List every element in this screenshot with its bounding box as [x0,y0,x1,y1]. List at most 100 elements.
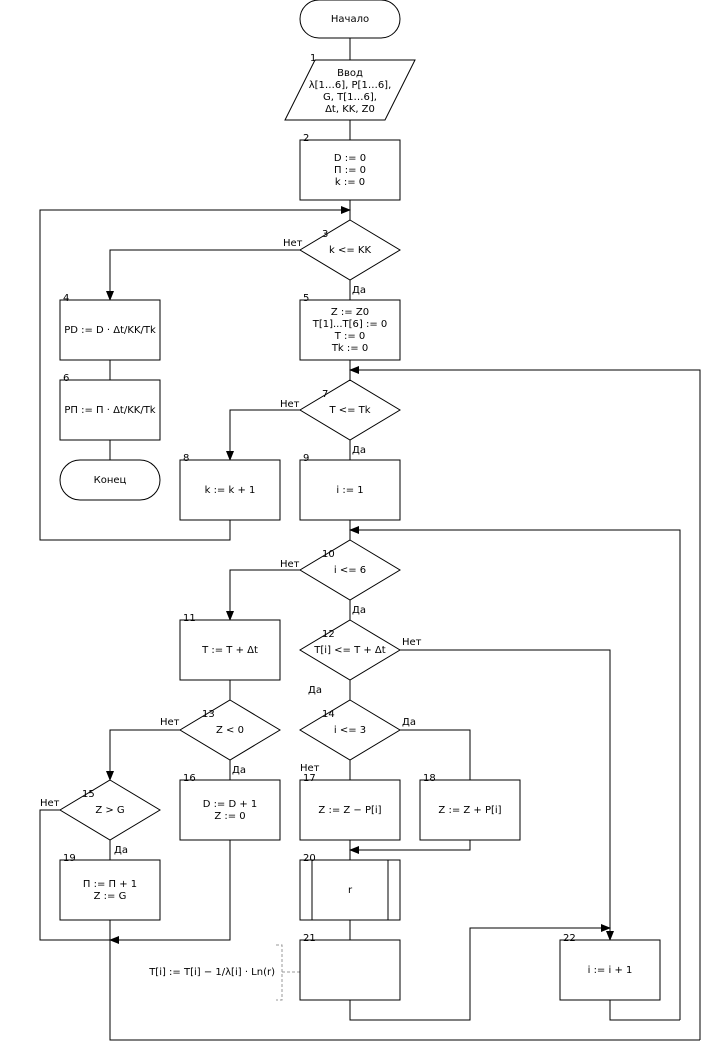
block-text: РП := П · Δt/KK/Tk [64,405,155,416]
block-text: Ввод [337,68,363,79]
connector-line [400,729,471,780]
block-number: 13 [202,709,215,720]
connector-line [106,729,180,781]
branch-no-label: Нет [402,637,422,648]
block-text: T := 0 [334,331,366,342]
branch-no-label: Нет [300,763,320,774]
block-text: k := k + 1 [205,485,256,496]
connector-line [349,924,611,1021]
block-number: 19 [63,853,76,864]
connector-line [39,809,110,941]
connector-line [349,526,681,1020]
block-text: T[i] <= T + Δt [313,645,385,656]
connector-line [349,840,471,854]
block-text: k <= KK [329,245,371,256]
block-number: 14 [322,709,335,720]
decision-b14 [299,699,401,761]
decision-b12 [299,619,401,681]
terminator-end [59,459,161,501]
branch-yes-label: Да [402,717,416,728]
block-text: PD := D · Δt/KK/Tk [64,325,156,336]
block-number: 20 [303,853,316,864]
comment-text: T[i] := T[i] − 1/λ[i] · Ln(r) [148,967,275,978]
block-text: Z > G [95,805,124,816]
decision-b10 [299,539,401,601]
block-number: 6 [63,373,69,384]
block-text: Z := Z − P[i] [318,805,381,816]
comment-bracket [276,944,283,1001]
connector-line [400,649,614,941]
block-number: 7 [322,389,328,400]
block-text: T <= Tk [328,405,370,416]
block-number: 5 [303,293,309,304]
block-text: T := T + Δt [201,645,258,656]
block-number: 15 [82,789,95,800]
branch-yes-label: Да [232,765,246,776]
block-number: 9 [303,453,309,464]
process-b4 [59,299,161,361]
connector-line [609,1000,680,1021]
process-b16 [179,779,281,841]
connector-line [226,409,300,461]
process-b21 [299,939,401,1001]
connector-line [106,249,300,301]
connector-line [349,366,701,1040]
branch-yes-label: Да [352,445,366,456]
connector-line [39,206,351,541]
connector-line [109,840,231,944]
decision-b7 [299,379,401,441]
branch-yes-label: Да [352,605,366,616]
block-text: Конец [94,475,127,486]
block-text: Tk := 0 [331,343,368,354]
block-number: 17 [303,773,316,784]
block-text: r [348,885,353,896]
block-number: 4 [63,293,69,304]
block-text: Z := G [94,891,127,902]
block-text: D := 0 [334,153,366,164]
block-number: 12 [322,629,335,640]
block-number: 18 [423,773,436,784]
decision-b13 [179,699,281,761]
process-b18 [419,779,521,841]
block-text: k := 0 [335,177,365,188]
block-text: i <= 3 [334,725,366,736]
connector-line [226,569,300,621]
process-b6 [59,379,161,441]
decision-b3 [299,219,401,281]
block-number: 21 [303,933,316,944]
connector-line [109,920,700,1041]
block-number: 1 [310,53,316,64]
branch-no-label: Нет [160,717,180,728]
block-number: 10 [322,549,335,560]
terminator-start [299,0,401,39]
io-b1 [284,59,416,121]
block-number: 11 [183,613,196,624]
block-number: 2 [303,133,309,144]
block-text: D := D + 1 [203,799,258,810]
process-b9 [299,459,401,521]
block-text: i <= 6 [334,565,366,576]
block-text: Δt, KK, Z0 [325,104,375,115]
block-number: 22 [563,933,576,944]
block-text: G, T[1…6], [323,92,377,103]
process-b2 [299,139,401,201]
block-text: Z < 0 [216,725,244,736]
block-text: λ[1…6], P[1…6], [309,80,392,91]
subprocess-b20 [299,859,401,921]
block-text: i := 1 [336,485,363,496]
process-b8 [179,459,281,521]
branch-no-label: Нет [280,559,300,570]
block-text: П := 0 [334,165,366,176]
block-text: Z := 0 [214,811,245,822]
branch-yes-label: Да [114,845,128,856]
branch-no-label: Нет [280,399,300,410]
block-text: Z := Z + P[i] [438,805,501,816]
branch-no-label: Нет [40,798,60,809]
block-text: Z := Z0 [331,307,369,318]
process-b19 [59,859,161,921]
block-number: 3 [322,229,328,240]
process-b17 [299,779,401,841]
branch-no-label: Нет [283,238,303,249]
process-b11 [179,619,281,681]
